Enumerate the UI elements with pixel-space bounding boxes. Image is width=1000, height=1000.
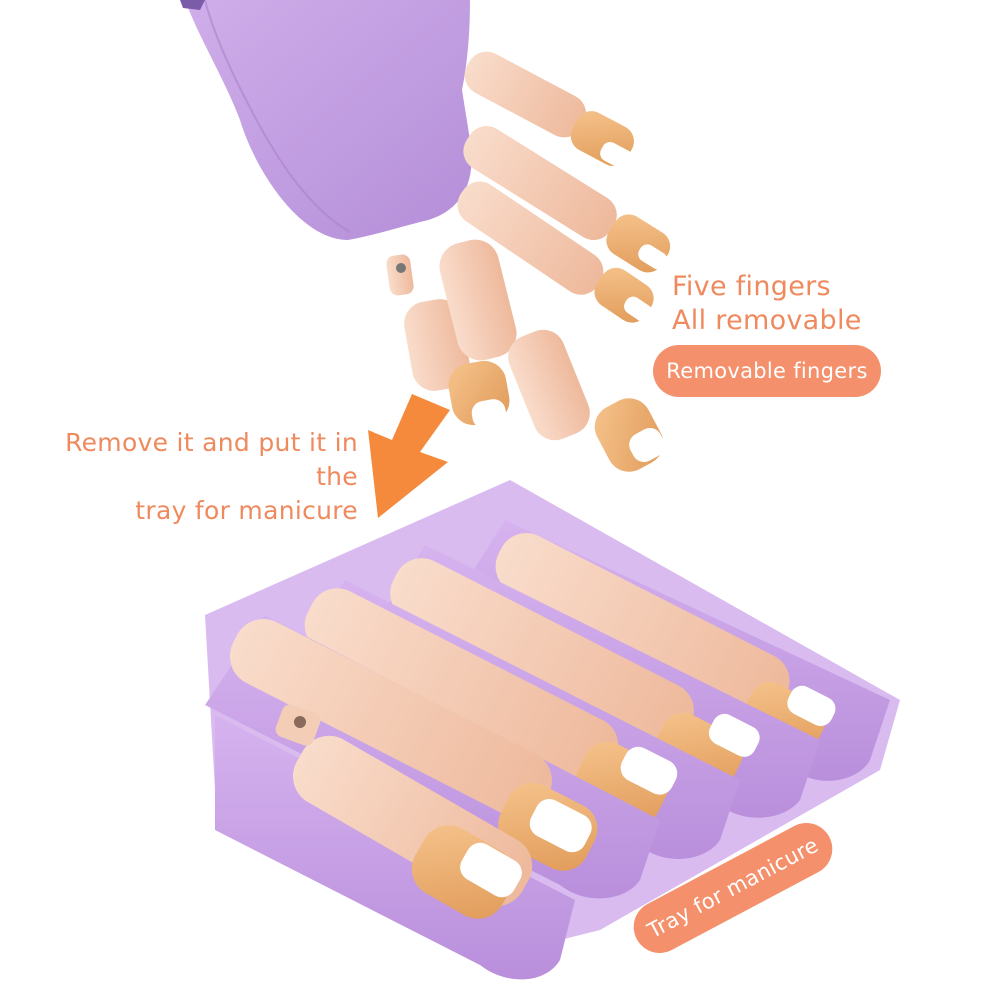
removable-heading: Five fingers All removable bbox=[672, 270, 862, 338]
down-arrow-icon bbox=[368, 394, 450, 518]
instruction-line-2: tray for manicure bbox=[135, 496, 358, 525]
tray-channel-2 bbox=[205, 615, 660, 899]
removable-fingers-badge: Removable fingers bbox=[653, 345, 881, 397]
tray-channel-1 bbox=[215, 704, 575, 980]
detached-finger bbox=[439, 239, 665, 472]
instruction-line-1: Remove it and put it in the bbox=[65, 428, 358, 491]
detached-thumb bbox=[386, 254, 510, 429]
attached-finger-2 bbox=[463, 126, 671, 273]
attached-finger-3 bbox=[457, 181, 654, 323]
heading-line-1: Five fingers bbox=[672, 271, 831, 302]
instruction-caption: Remove it and put it in the tray for man… bbox=[38, 426, 358, 528]
practice-hand bbox=[180, 0, 671, 323]
manicure-tray bbox=[205, 480, 900, 980]
attached-finger-1 bbox=[464, 51, 634, 170]
tray-channel-3 bbox=[285, 580, 740, 859]
removable-fingers-label: Removable fingers bbox=[666, 359, 868, 383]
hand-palm bbox=[185, 0, 472, 240]
tray-channel-4 bbox=[370, 545, 820, 818]
heading-line-2: All removable bbox=[672, 305, 862, 336]
